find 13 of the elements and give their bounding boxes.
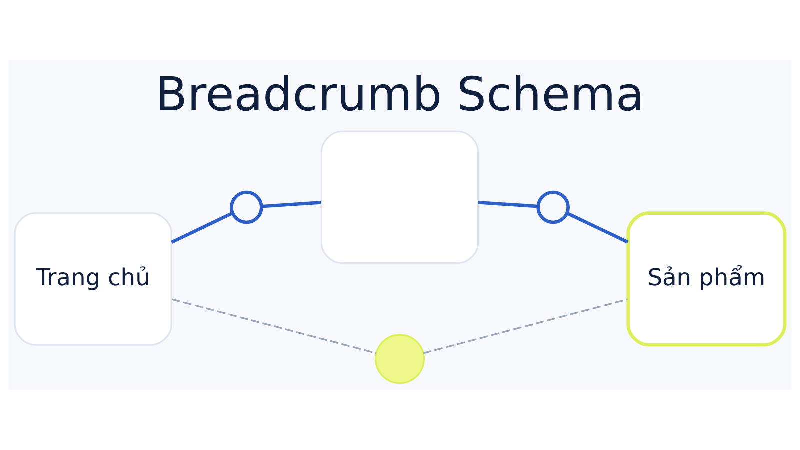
- connector: [478, 200, 538, 208]
- node-circle: [536, 190, 570, 224]
- node-box: Sản phẩm: [626, 212, 787, 347]
- node-box: [320, 130, 480, 264]
- connector: [566, 212, 629, 244]
- connector: [171, 212, 234, 244]
- node-circle: [230, 190, 264, 224]
- diagram-title: Breadcrumb Schema: [156, 68, 644, 123]
- connector: [423, 298, 628, 354]
- connector: [262, 200, 322, 208]
- node-circle: [375, 334, 425, 384]
- node-box: Trang chủ: [14, 212, 172, 346]
- connector: [172, 298, 377, 354]
